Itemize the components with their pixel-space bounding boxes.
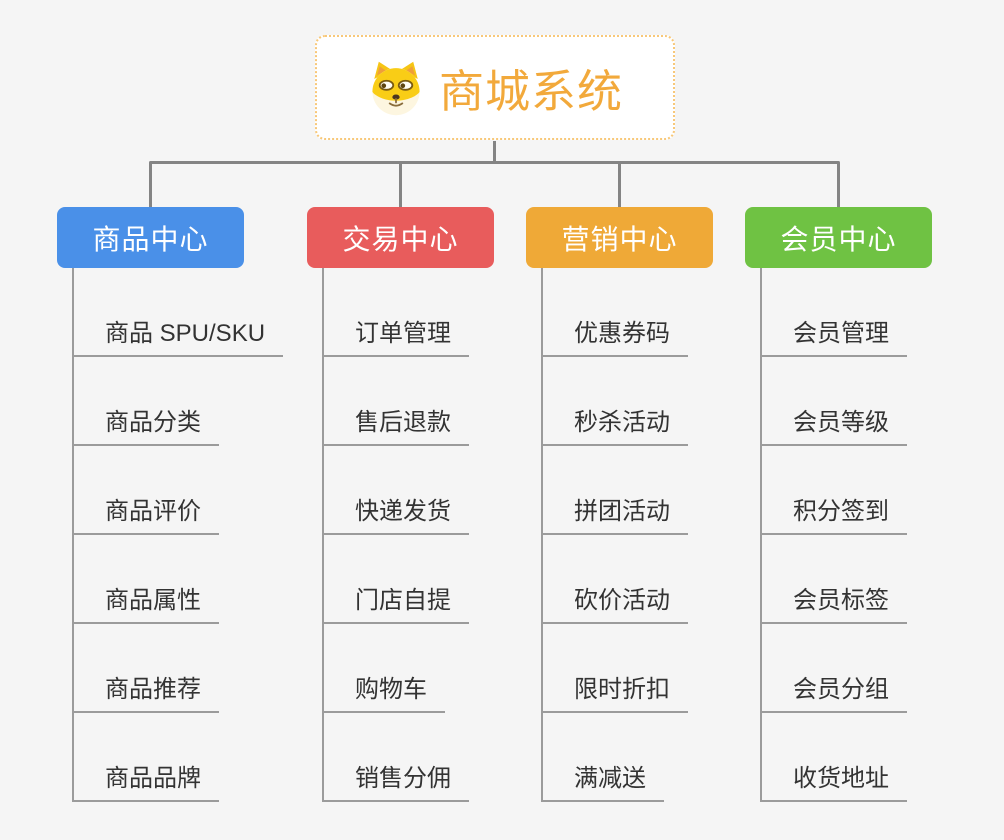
branch-children: 会员管理 会员等级 积分签到 会员标签 会员分组 收货地址 (745, 268, 995, 802)
node-member-tags[interactable]: 会员标签 (760, 580, 907, 624)
branch-label: 会员中心 (780, 223, 897, 255)
root-title: 商城系统 (438, 66, 623, 117)
branch-children: 优惠券码 秒杀活动 拼团活动 砍价活动 限时折扣 满减送 (526, 268, 776, 802)
node-limited-time-discount[interactable]: 限时折扣 (541, 669, 688, 713)
branch-trade-center: 交易中心 订单管理 售后退款 快递发货 门店自提 购物车 销售分佣 (307, 207, 557, 802)
node-product-brand[interactable]: 商品品牌 (72, 758, 219, 802)
branch-box-product-center[interactable]: 商品中心 (57, 207, 244, 268)
node-bargain-activity[interactable]: 砍价活动 (541, 580, 688, 624)
node-express-delivery[interactable]: 快递发货 (322, 491, 469, 535)
node-shipping-address[interactable]: 收货地址 (760, 758, 907, 802)
connector-drop-marketing (618, 163, 621, 207)
dog-face-icon (372, 61, 420, 115)
branch-children: 订单管理 售后退款 快递发货 门店自提 购物车 销售分佣 (307, 268, 557, 802)
node-member-management[interactable]: 会员管理 (760, 313, 907, 357)
branch-box-marketing-center[interactable]: 营销中心 (526, 207, 713, 268)
node-spend-and-save[interactable]: 满减送 (541, 758, 664, 802)
branch-children: 商品 SPU/SKU 商品分类 商品评价 商品属性 商品推荐 商品品牌 (57, 268, 307, 802)
node-product-attribute[interactable]: 商品属性 (72, 580, 219, 624)
branch-label: 交易中心 (342, 223, 459, 255)
node-product-category[interactable]: 商品分类 (72, 402, 219, 446)
branch-label: 商品中心 (92, 223, 209, 255)
branch-box-member-center[interactable]: 会员中心 (745, 207, 932, 268)
node-store-pickup[interactable]: 门店自提 (322, 580, 469, 624)
node-group-buy[interactable]: 拼团活动 (541, 491, 688, 535)
branch-label: 营销中心 (561, 223, 678, 255)
node-order-management[interactable]: 订单管理 (322, 313, 469, 357)
node-sales-commission[interactable]: 销售分佣 (322, 758, 469, 802)
connector-drop-product (149, 163, 152, 207)
connector-root-stub (493, 141, 496, 163)
connector-drop-trade (399, 163, 402, 207)
node-product-recommend[interactable]: 商品推荐 (72, 669, 219, 713)
node-flash-sale[interactable]: 秒杀活动 (541, 402, 688, 446)
node-product-spu-sku[interactable]: 商品 SPU/SKU (72, 313, 284, 357)
node-member-level[interactable]: 会员等级 (760, 402, 907, 446)
node-member-groups[interactable]: 会员分组 (760, 669, 907, 713)
branch-marketing-center: 营销中心 优惠券码 秒杀活动 拼团活动 砍价活动 限时折扣 满减送 (526, 207, 776, 802)
node-coupon-code[interactable]: 优惠券码 (541, 313, 688, 357)
node-after-sale-refund[interactable]: 售后退款 (322, 402, 469, 446)
node-shopping-cart[interactable]: 购物车 (322, 669, 445, 713)
root-node[interactable]: 商城系统 (315, 35, 675, 140)
branch-box-trade-center[interactable]: 交易中心 (307, 207, 494, 268)
node-points-checkin[interactable]: 积分签到 (760, 491, 907, 535)
connector-horizontal-bar (149, 161, 840, 164)
branch-member-center: 会员中心 会员管理 会员等级 积分签到 会员标签 会员分组 收货地址 (745, 207, 995, 802)
connector-drop-member (837, 163, 840, 207)
branch-product-center: 商品中心 商品 SPU/SKU 商品分类 商品评价 商品属性 商品推荐 商品品牌 (57, 207, 307, 802)
node-product-review[interactable]: 商品评价 (72, 491, 219, 535)
